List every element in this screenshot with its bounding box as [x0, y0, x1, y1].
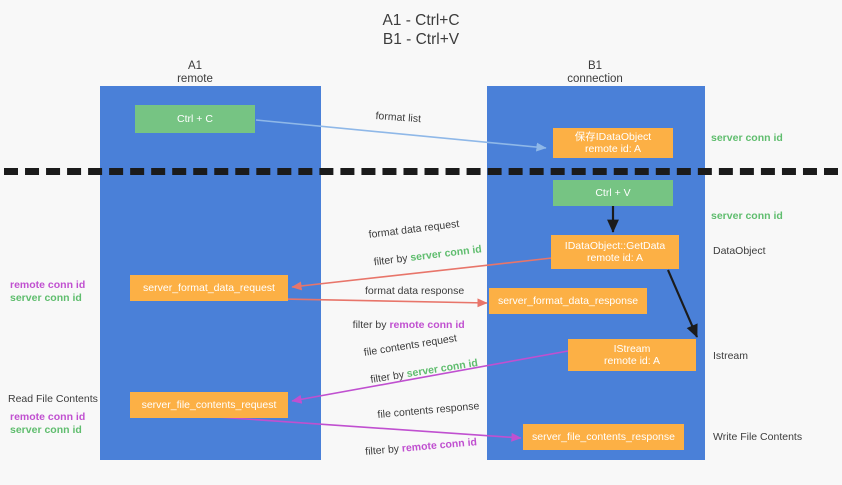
- annotation-write-file-contents: Write File Contents: [713, 431, 803, 443]
- annotation-istream: Istream: [713, 350, 749, 362]
- page-title-line-1: A1 - Ctrl+C: [382, 12, 460, 29]
- node-ctrl-v[interactable]: Ctrl + V: [553, 180, 673, 206]
- node-idataobject-getdata[interactable]: IDataObject::GetData remote id: A: [551, 235, 679, 269]
- flow-filter-prefix-2: filter by: [352, 319, 390, 331]
- annotation-read-file-contents: Read File Contents: [8, 393, 98, 405]
- node-idataobject-getdata-sub: remote id: A: [586, 252, 644, 264]
- node-ctrl-c-label: Ctrl + C: [177, 112, 213, 125]
- node-istream-sub: remote id: A: [603, 355, 661, 367]
- annotation-dataobject: DataObject: [713, 245, 766, 257]
- node-server-file-contents-request[interactable]: server_file_contents_request: [130, 392, 288, 418]
- flow-label-file-contents-response: file contents response: [377, 400, 480, 421]
- node-server-file-contents-response[interactable]: server_file_contents_response: [523, 424, 684, 450]
- column-header-a1-sub: remote: [177, 73, 213, 85]
- node-ctrl-v-label: Ctrl + V: [595, 186, 631, 199]
- annotation-top-server-conn-id: server conn id: [711, 132, 783, 144]
- annotation-paste-server-conn-id: server conn id: [711, 210, 783, 222]
- node-save-idataobject[interactable]: 保存IDataObject remote id: A: [553, 128, 673, 158]
- column-header-a1: A1 remote: [120, 60, 270, 86]
- node-server-file-contents-request-label: server_file_contents_request: [141, 398, 277, 411]
- flow-label-format-list: format list: [375, 110, 422, 126]
- flow-filter-prefix-3: filter by: [369, 368, 408, 386]
- annotation-fmt-remote-conn-id: remote conn id: [10, 279, 86, 291]
- column-header-b1: B1 connection: [520, 60, 670, 86]
- flow-filter-key-4: remote conn id: [401, 436, 478, 455]
- flow-filter-format-data-response: filter by remote conn id: [341, 306, 465, 345]
- node-server-file-contents-response-label: server_file_contents_response: [531, 430, 675, 443]
- node-server-format-data-request-label: server_format_data_request: [143, 281, 275, 294]
- flow-filter-key-3: server conn id: [405, 357, 479, 381]
- node-idataobject-getdata-label: IDataObject::GetData: [564, 239, 666, 252]
- node-save-idataobject-label: 保存IDataObject: [574, 130, 652, 143]
- flow-filter-prefix-1: filter by: [373, 252, 412, 269]
- column-header-b1-sub: connection: [567, 73, 623, 85]
- annotation-fmt-server-conn-id: server conn id: [10, 292, 82, 304]
- flow-filter-prefix-4: filter by: [364, 442, 403, 458]
- column-header-b1-name: B1: [587, 60, 603, 72]
- node-ctrl-c[interactable]: Ctrl + C: [135, 105, 255, 133]
- node-istream[interactable]: IStream remote id: A: [568, 339, 696, 371]
- node-save-idataobject-sub: remote id: A: [584, 143, 642, 155]
- node-server-format-data-response[interactable]: server_format_data_response: [489, 288, 647, 314]
- node-istream-label: IStream: [613, 342, 651, 355]
- flow-filter-key-2: remote conn id: [389, 319, 465, 331]
- node-server-format-data-request[interactable]: server_format_data_request: [130, 275, 288, 301]
- column-header-a1-name: A1: [187, 60, 203, 72]
- annotation-file-remote-conn-id: remote conn id: [10, 411, 86, 423]
- flow-filter-file-contents-response: filter by remote conn id: [352, 423, 479, 473]
- flow-filter-key-1: server conn id: [409, 243, 483, 264]
- page-title-line-2: B1 - Ctrl+V: [382, 31, 460, 48]
- annotation-file-server-conn-id: server conn id: [10, 424, 82, 436]
- flow-label-format-data-response: format data response: [365, 285, 465, 297]
- copy-paste-divider: [4, 168, 838, 175]
- node-server-format-data-response-label: server_format_data_response: [497, 294, 639, 307]
